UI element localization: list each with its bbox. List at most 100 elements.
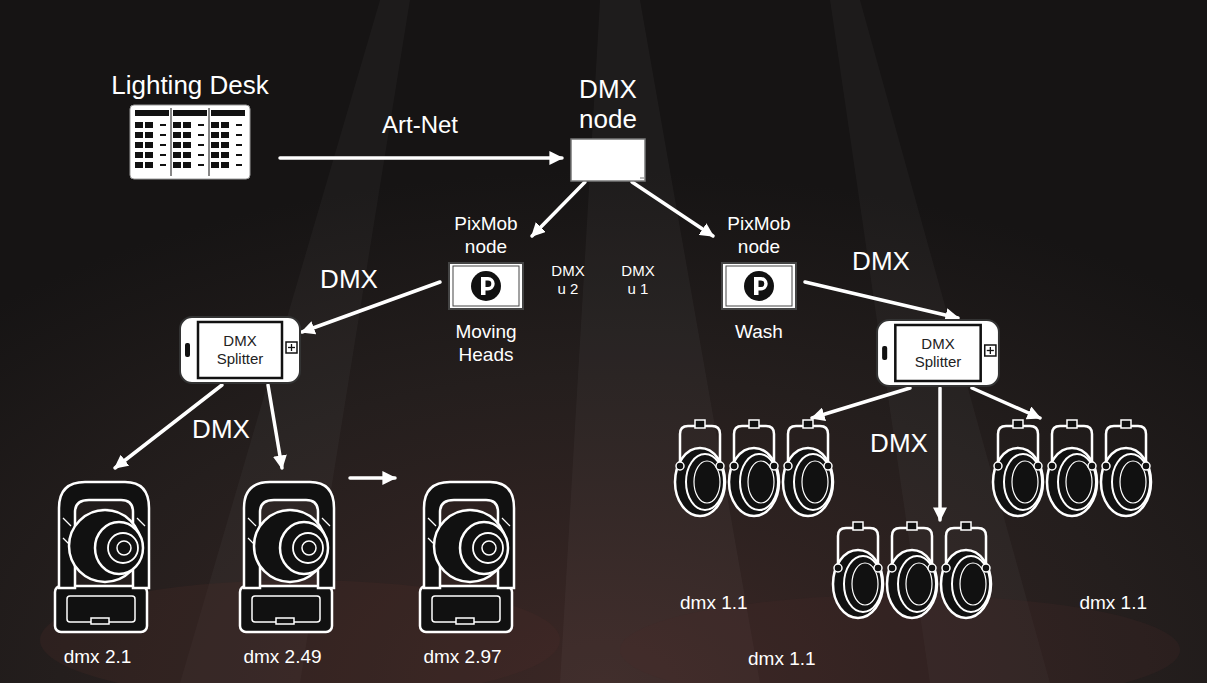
drawing-part	[183, 152, 191, 158]
pixmob-logo	[744, 271, 774, 301]
node-label: PixMob node	[440, 212, 532, 258]
node-label: dmx 1.1	[740, 648, 1010, 670]
drawing-part	[726, 266, 792, 306]
par-knob	[1102, 462, 1110, 470]
drawing-part	[137, 518, 145, 526]
wash-group: dmx 1.1	[985, 418, 1155, 614]
par-knob	[770, 462, 778, 470]
drawing-part	[236, 134, 242, 136]
drawing-part	[130, 105, 250, 179]
par-knob	[928, 564, 936, 572]
signal-arrow	[268, 385, 282, 468]
drawing-part	[302, 541, 316, 555]
drawing-part	[221, 142, 229, 148]
par-knob	[824, 462, 832, 470]
drawing-part	[211, 142, 219, 148]
drawing-part	[276, 618, 294, 624]
drawing-part	[293, 533, 323, 563]
signal-arrow	[812, 388, 910, 418]
moving-head-fixture	[398, 468, 528, 636]
drawing-part	[160, 134, 166, 136]
par-knob	[1088, 462, 1096, 470]
par-hook	[749, 420, 759, 428]
light-beam	[830, 0, 1050, 683]
drawing-part	[722, 263, 796, 309]
par-lens	[740, 454, 778, 510]
node-label: dmx 2.97	[395, 646, 530, 668]
drawing-part	[640, 178, 644, 179]
drawing-part	[895, 325, 980, 381]
drawing-part	[985, 345, 996, 356]
drawing-part	[145, 152, 153, 158]
par-lens	[1004, 454, 1042, 510]
moving-head-fixture	[33, 468, 163, 636]
par-hook	[961, 522, 971, 530]
drawing-part	[135, 162, 143, 168]
drawing-part	[185, 343, 190, 357]
drawing-part	[135, 152, 143, 158]
drawing-part	[198, 134, 204, 136]
drawing-part	[135, 122, 143, 128]
drawing-part	[173, 142, 181, 148]
par-hook	[907, 522, 917, 530]
drawing-part	[877, 320, 999, 386]
wash-group: dmx 1.1	[740, 520, 1010, 670]
drawing-part	[198, 164, 204, 166]
par-knob	[676, 462, 684, 470]
par-knob	[834, 564, 842, 572]
pixmob-node: PixMob nodeWash	[713, 212, 805, 343]
par-lens	[794, 454, 832, 510]
drawing-part	[183, 132, 191, 138]
signal-arrow	[350, 476, 395, 480]
drawing-part	[420, 586, 512, 632]
edge-label: DMX	[866, 428, 932, 458]
pixmob-node: PixMob nodeMoving Heads	[440, 212, 532, 366]
drawing-part	[882, 346, 887, 360]
drawing-part	[145, 162, 153, 168]
node-sublabel: Moving Heads	[440, 320, 532, 366]
drawing-part	[108, 533, 138, 563]
drawing-part	[171, 108, 172, 176]
par-body	[941, 550, 991, 618]
drawing-part	[502, 518, 510, 526]
signal-arrow	[632, 182, 713, 236]
par-body	[1047, 448, 1097, 516]
drawing-part	[211, 152, 219, 158]
par-knob	[1034, 462, 1042, 470]
par-hook	[1121, 420, 1131, 428]
par-body	[675, 448, 725, 516]
par-body	[783, 448, 833, 516]
drawing-part	[173, 122, 181, 128]
drawing-part	[288, 347, 295, 348]
par-body	[993, 448, 1043, 516]
node-label: DMX Splitter	[204, 332, 276, 368]
wash-group: dmx 1.1	[672, 418, 842, 614]
drawing-part	[236, 144, 242, 146]
drawing-part	[198, 322, 282, 378]
drawing-part	[211, 162, 219, 168]
moving-head: dmx 2.1	[30, 468, 165, 668]
drawing-part	[236, 124, 242, 126]
drawing-part	[248, 518, 256, 526]
edge-label: DMX u 2	[546, 262, 590, 298]
drawing-part	[211, 122, 219, 128]
drawing-part	[145, 132, 153, 138]
drawing-part	[183, 162, 191, 168]
par-body	[729, 448, 779, 516]
par-lens	[1112, 454, 1150, 510]
par-knob	[994, 462, 1002, 470]
node-label: dmx 2.49	[215, 646, 350, 668]
drawing-part	[449, 263, 523, 309]
drawing-part	[286, 342, 297, 353]
drawing-part	[173, 110, 207, 116]
node-sublabel: Wash	[713, 320, 805, 343]
par-knob	[784, 462, 792, 470]
par-hook	[803, 420, 813, 428]
par-knob	[1048, 462, 1056, 470]
light-beam	[560, 0, 760, 683]
node-label: dmx 2.1	[30, 646, 165, 668]
pixmob-box	[721, 262, 797, 310]
signal-arrow	[280, 156, 562, 160]
